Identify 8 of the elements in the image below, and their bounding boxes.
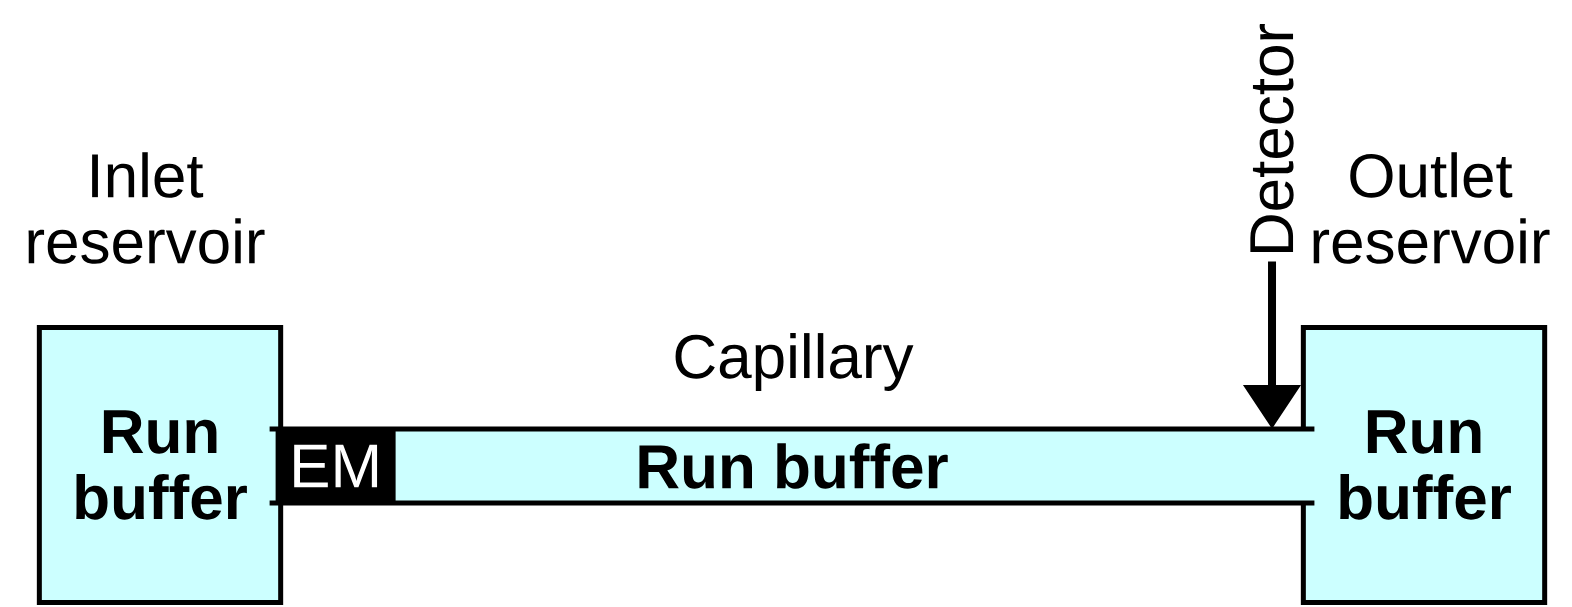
detector-label: Detector xyxy=(1250,23,1294,253)
node-label: Run buffer xyxy=(639,443,948,489)
node-label: Outlet reservoir xyxy=(1313,152,1550,264)
reservoir-box: Outlet reservoir Run buffer xyxy=(1300,152,1550,605)
node-label: Capillary xyxy=(675,333,914,391)
node-label: EM xyxy=(294,444,378,488)
node-label: Inlet reservoir xyxy=(28,152,265,264)
sample-plug: EM xyxy=(275,431,396,501)
